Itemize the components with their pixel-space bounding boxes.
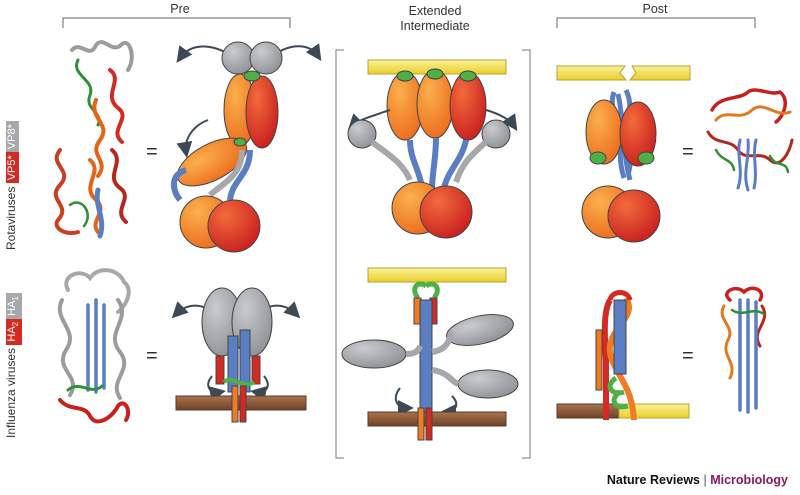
row-label-influenza: Influenza viruses HA2HA1 (4, 293, 23, 438)
intermediate-bracket-right (522, 49, 531, 459)
vp8-head-right (481, 119, 511, 149)
column-header-post: Post (642, 2, 668, 16)
column-header-pre: Pre (170, 2, 190, 16)
rotavirus-post-cartoon (556, 65, 691, 243)
rotavirus-post-ribbon-structure (706, 88, 794, 192)
ha2-chip: HA2 (6, 318, 23, 345)
influenza-name: Influenza viruses (4, 347, 18, 438)
ha1-head-lower (457, 369, 519, 399)
vp8-head-left (221, 41, 255, 75)
influenza-post-ribbon-structure (720, 286, 766, 414)
rotavirus-pre-equals-sign: = (146, 141, 158, 163)
ha1-chip-sub: 1 (11, 296, 21, 301)
column-header-intermediate: Extended Intermediate (370, 4, 500, 34)
ha1-head-right (446, 314, 514, 346)
journal-section: Microbiology (710, 473, 788, 487)
intermediate-bracket-left (335, 49, 344, 459)
ha1-head-left (341, 339, 407, 369)
journal-name: Nature Reviews (606, 473, 701, 487)
influenza-post-equals-sign: = (682, 345, 694, 367)
vp5-lobe-red (245, 75, 279, 149)
ha1-chip-text: HA (6, 300, 18, 316)
target-membrane-right (628, 65, 691, 81)
column-header-intermediate-line1: Extended (408, 4, 462, 18)
credit-separator: | (700, 473, 711, 487)
vp8-head-left (347, 119, 377, 149)
vp8-head-right (249, 41, 283, 75)
influenza-pre-cartoon (171, 287, 307, 423)
rotavirus-pre-cartoon (171, 41, 322, 253)
influenza-pre-equals-sign: = (146, 345, 158, 367)
post-bracket (556, 17, 756, 28)
influenza-intermediate-cartoon (341, 267, 519, 441)
rotavirus-intermediate-cartoon (347, 59, 518, 239)
rotavirus-post-equals-sign: = (682, 141, 694, 163)
viral-membrane (367, 411, 507, 427)
row-label-rotavirus: Rotaviruses VP5*VP8* (4, 121, 19, 250)
target-membrane-left (556, 65, 628, 81)
rotavirus-pre-ribbon-structure (53, 40, 134, 239)
journal-credit: Nature Reviews | Microbiology (607, 473, 788, 487)
ha1-chip: HA1 (6, 293, 23, 319)
influenza-pre-ribbon-structure (57, 268, 131, 424)
column-header-intermediate-line2: Intermediate (400, 19, 470, 33)
fused-membrane-brown (556, 403, 620, 419)
vp5-base-red (207, 199, 261, 253)
vp5-chip: VP5* (6, 152, 19, 184)
ha2-chip-text: HA (6, 326, 18, 342)
rotavirus-name: Rotaviruses (4, 186, 18, 250)
rotation-arrow-lower (176, 119, 209, 158)
target-membrane (367, 267, 507, 283)
pre-bracket (62, 17, 291, 28)
vp8-chip: VP8* (6, 121, 19, 153)
influenza-post-cartoon (556, 290, 690, 421)
ha2-chip-sub: 2 (11, 321, 21, 327)
